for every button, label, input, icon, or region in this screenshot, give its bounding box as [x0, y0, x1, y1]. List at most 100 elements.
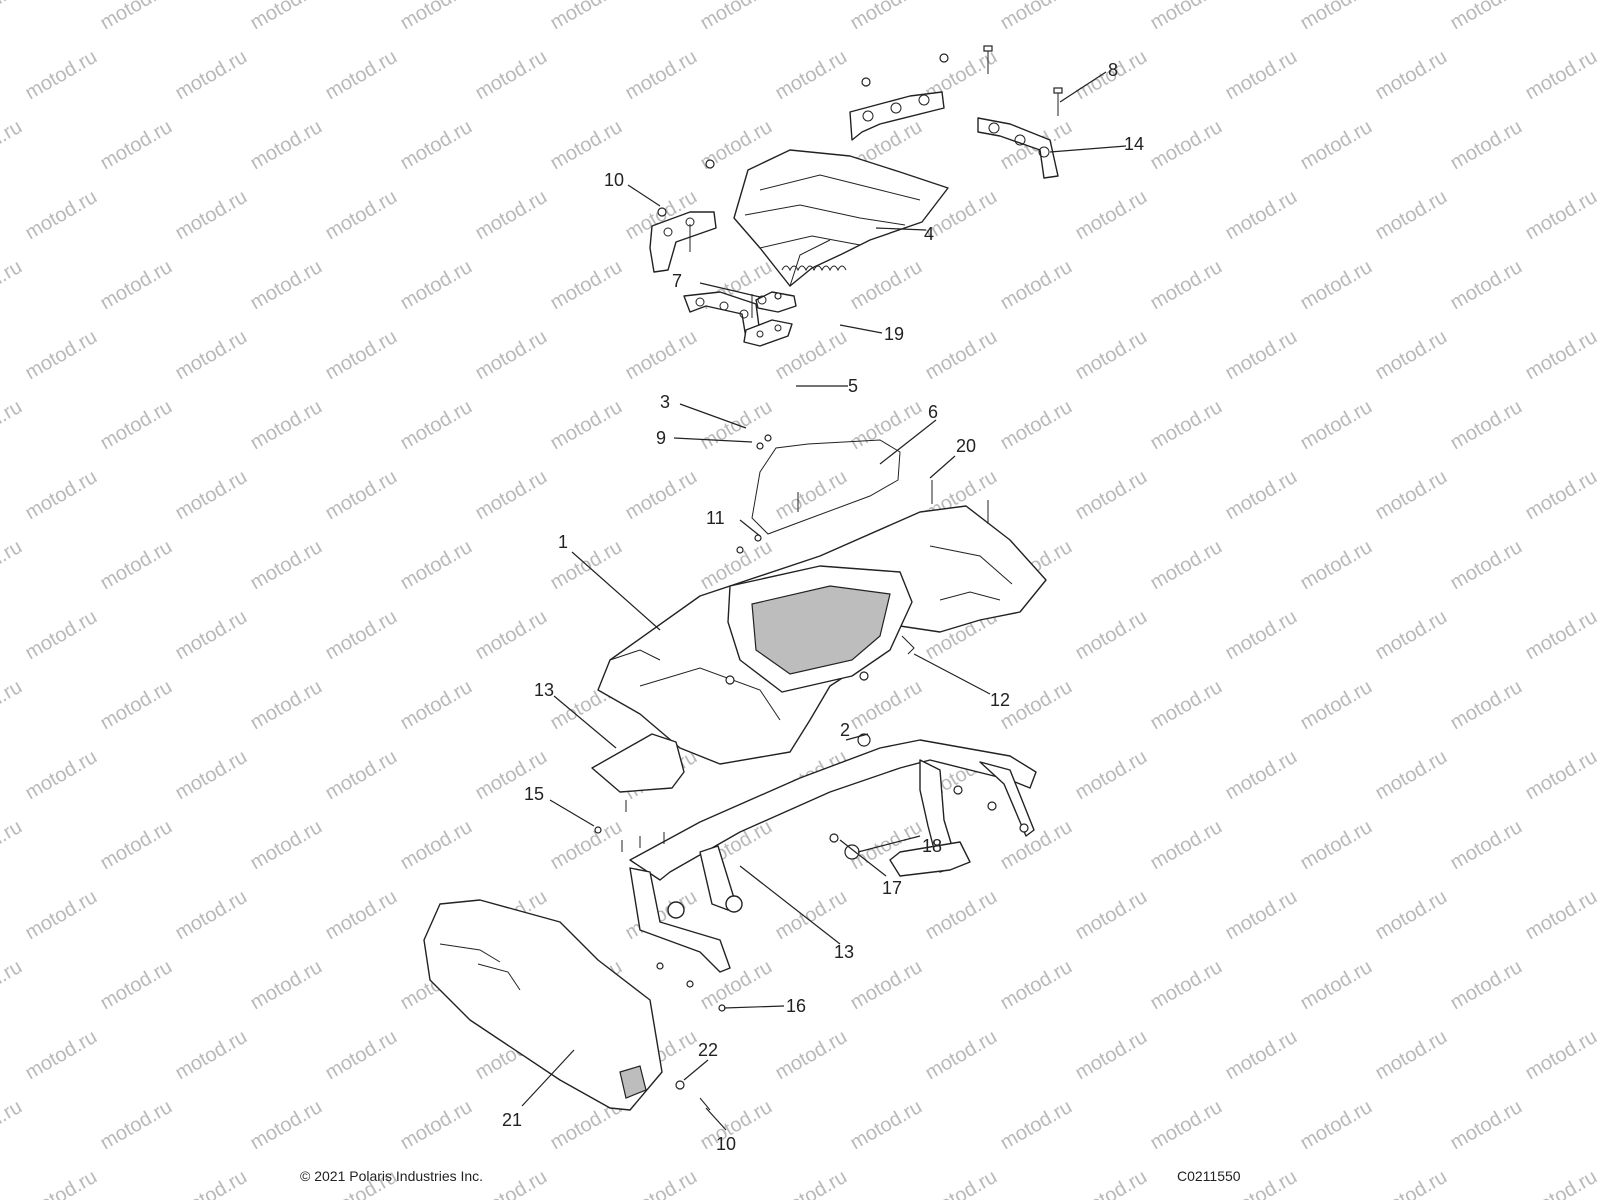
- watermark-text: motod.ru: [697, 956, 776, 1015]
- part-1-rear-fender: [597, 505, 1047, 765]
- watermark-text: motod.ru: [1147, 816, 1226, 875]
- watermark-text: motod.ru: [772, 466, 851, 525]
- watermark-text: motod.ru: [1147, 1096, 1226, 1155]
- watermark-text: motod.ru: [1372, 466, 1451, 525]
- watermark-text: motod.ru: [1447, 396, 1526, 455]
- watermark-text: motod.ru: [1372, 1166, 1451, 1200]
- watermark-text: motod.ru: [697, 0, 776, 34]
- watermark-text: motod.ru: [247, 676, 326, 735]
- watermark-text: motod.ru: [397, 396, 476, 455]
- callout-9: 9: [656, 428, 666, 448]
- watermark-text: motod.ru: [397, 536, 476, 595]
- part-5-latch: [755, 291, 797, 313]
- watermark-text: motod.ru: [322, 606, 401, 665]
- watermark-text: motod.ru: [1297, 1096, 1376, 1155]
- watermark-text: motod.ru: [0, 1096, 26, 1155]
- callout-12: 12: [990, 690, 1010, 710]
- watermark-text: motod.ru: [1372, 886, 1451, 945]
- watermark-text: motod.ru: [772, 1026, 851, 1085]
- callout-labels: 8 14 10 4 19 7 5 3 9 6 20 11 1 12 13 2 1…: [502, 60, 1144, 1154]
- watermark-text: motod.ru: [247, 0, 326, 34]
- watermark-text: motod.ru: [997, 396, 1076, 455]
- watermark-text: motod.ru: [1147, 956, 1226, 1015]
- watermark-text: motod.ru: [472, 46, 551, 105]
- watermark-text: motod.ru: [97, 396, 176, 455]
- copyright-text: © 2021 Polaris Industries Inc.: [300, 1168, 484, 1184]
- watermark-text: motod.ru: [172, 186, 251, 245]
- callout-18: 17: [882, 878, 902, 898]
- watermark-text: motod.ru: [1447, 816, 1526, 875]
- watermark-text: motod.ru: [1522, 886, 1600, 945]
- watermark-text: motod.ru: [247, 1096, 326, 1155]
- watermark-text: motod.ru: [1597, 536, 1600, 595]
- watermark-text: motod.ru: [997, 0, 1076, 34]
- watermark-text: motod.ru: [172, 606, 251, 665]
- watermark-text: motod.ru: [247, 536, 326, 595]
- watermark-text: motod.ru: [22, 746, 101, 805]
- watermark-text: motod.ru: [1372, 606, 1451, 665]
- watermark-text: motod.ru: [1447, 1096, 1526, 1155]
- watermark-text: motod.ru: [397, 256, 476, 315]
- watermark-text: motod.ru: [1597, 256, 1600, 315]
- watermark-text: motod.ru: [1522, 746, 1600, 805]
- watermark-text: motod.ru: [322, 746, 401, 805]
- callout-7: 7: [672, 271, 682, 291]
- watermark-text: motod.ru: [697, 396, 776, 455]
- callout-15: 14: [1124, 134, 1144, 154]
- watermark-text: motod.ru: [1222, 746, 1301, 805]
- watermark-text: motod.ru: [1597, 676, 1600, 735]
- watermark-text: motod.ru: [697, 1096, 776, 1155]
- watermark-text: motod.ru: [1522, 606, 1600, 665]
- watermark-text: motod.ru: [172, 1166, 251, 1200]
- watermark-text: motod.ru: [922, 886, 1001, 945]
- watermark-text: motod.ru: [472, 606, 551, 665]
- watermark-text: motod.ru: [22, 1026, 101, 1085]
- watermark-text: motod.ru: [1372, 46, 1451, 105]
- watermark-text: motod.ru: [1147, 0, 1226, 34]
- watermark-text: motod.ru: [97, 116, 176, 175]
- watermark-text: motod.ru: [1447, 676, 1526, 735]
- callout-leaders: [521, 71, 1127, 1131]
- watermark-text: motod.ru: [397, 1096, 476, 1155]
- watermark-text: motod.ru: [0, 536, 26, 595]
- watermark-text: motod.ru: [22, 326, 101, 385]
- watermark-text: motod.ru: [1597, 956, 1600, 1015]
- watermark-text: motod.ru: [622, 1166, 701, 1200]
- watermark-text: motod.ru: [922, 1166, 1001, 1200]
- watermark-text: motod.ru: [172, 46, 251, 105]
- watermark-text: motod.ru: [1147, 676, 1226, 735]
- watermark-text: motod.ru: [1072, 326, 1151, 385]
- callout-8: 8: [1108, 60, 1118, 80]
- watermark-text: motod.ru: [22, 46, 101, 105]
- watermark-text: motod.ru: [1447, 956, 1526, 1015]
- watermark-text: motod.ru: [1522, 46, 1600, 105]
- part-14-rear-frame: [629, 739, 1037, 973]
- watermark-text: motod.ru: [1447, 116, 1526, 175]
- callout-3: 3: [660, 392, 670, 412]
- callout-10-bottom: 10: [716, 1134, 736, 1154]
- watermark-text: motod.ru: [622, 326, 701, 385]
- watermark-text: motod.ru: [97, 1096, 176, 1155]
- watermark-text: motod.ru: [1222, 186, 1301, 245]
- watermark-text: motod.ru: [1147, 396, 1226, 455]
- watermark-text: motod.ru: [397, 816, 476, 875]
- watermark-text: motod.ru: [322, 466, 401, 525]
- watermark-text: motod.ru: [847, 256, 926, 315]
- watermark-text: motod.ru: [97, 816, 176, 875]
- watermark-text: motod.ru: [1297, 816, 1376, 875]
- part-15-upper-brackets: [849, 91, 1059, 179]
- watermark-text: motod.ru: [22, 186, 101, 245]
- watermark-text: motod.ru: [1222, 606, 1301, 665]
- watermark-text: motod.ru: [1222, 326, 1301, 385]
- watermark-text: motod.ru: [1222, 1026, 1301, 1085]
- callout-13: 13: [534, 680, 554, 700]
- watermark-text: motod.ru: [397, 116, 476, 175]
- watermark-text: motod.ru: [1522, 186, 1600, 245]
- watermark-text: motod.ru: [0, 956, 26, 1015]
- watermark-text: motod.ru: [322, 326, 401, 385]
- callout-6: 6: [928, 402, 938, 422]
- watermark-text: motod.ru: [1072, 746, 1151, 805]
- callout-14: 13: [834, 942, 854, 962]
- watermark-text: motod.ru: [22, 886, 101, 945]
